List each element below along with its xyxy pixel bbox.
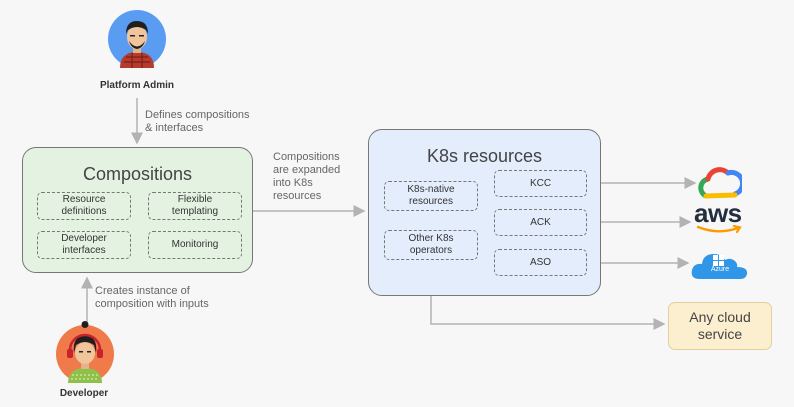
platform-admin-avatar-icon bbox=[108, 10, 166, 68]
monitoring-box: Monitoring bbox=[148, 231, 242, 259]
compositions-panel: Compositions bbox=[22, 147, 253, 273]
platform-admin-label: Platform Admin bbox=[99, 80, 175, 91]
ack-box: ACK bbox=[494, 209, 587, 236]
defines-compositions-note: Defines compositions & interfaces bbox=[145, 109, 250, 135]
note-line: Creates instance of bbox=[95, 285, 190, 297]
creates-instance-note: Creates instance of composition with inp… bbox=[95, 285, 209, 311]
compositions-expanded-note: Compositions are expanded into K8s resou… bbox=[273, 151, 340, 203]
note-line: are expanded bbox=[273, 164, 341, 176]
note-line: Compositions bbox=[273, 151, 340, 163]
azure-cloud-icon: Azure bbox=[690, 249, 750, 281]
note-line: & interfaces bbox=[145, 122, 204, 134]
developer-avatar-icon bbox=[55, 321, 115, 383]
k8s-resources-title: K8s resources bbox=[426, 146, 543, 166]
aws-logo-text: aws bbox=[694, 198, 742, 228]
note-line: composition with inputs bbox=[95, 298, 209, 310]
compositions-title: Compositions bbox=[82, 164, 193, 184]
aws-logo: aws bbox=[694, 200, 746, 236]
kcc-box: KCC bbox=[494, 170, 587, 197]
google-cloud-icon bbox=[698, 166, 746, 200]
note-line: resources bbox=[273, 190, 322, 202]
note-line: Defines compositions bbox=[145, 109, 250, 121]
azure-label: Azure bbox=[710, 266, 730, 273]
aso-box: ASO bbox=[494, 249, 587, 276]
note-line: into K8s bbox=[273, 177, 313, 189]
k8s-resources-panel: K8s resources bbox=[368, 129, 601, 296]
developer-label: Developer bbox=[59, 388, 109, 399]
